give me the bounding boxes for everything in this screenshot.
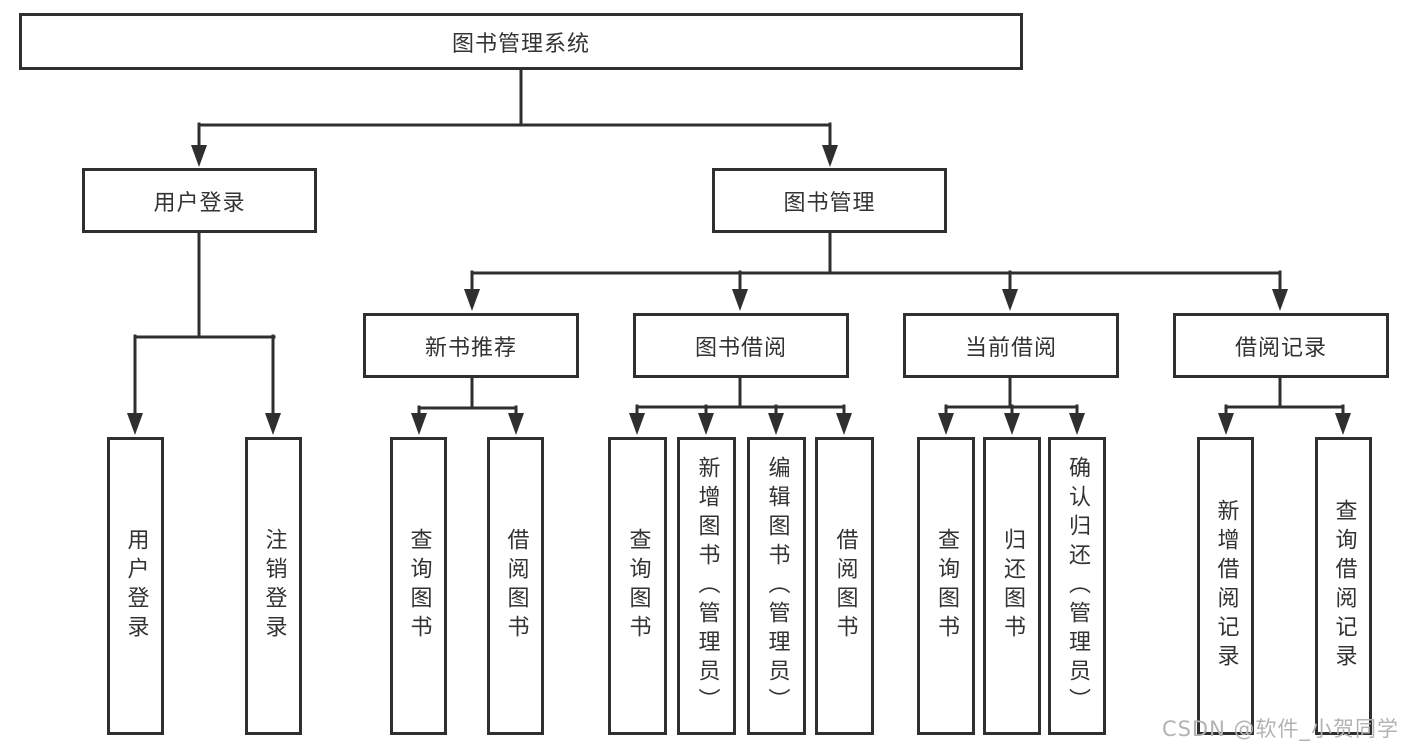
node-label: 图书管理系统 <box>451 31 590 57</box>
leaf-borrow-books-2: 借阅图书 <box>815 437 874 735</box>
leaf-add-borrow-record: 新增借阅记录 <box>1197 437 1254 735</box>
leaf-query-books-2: 查询图书 <box>608 437 667 735</box>
node-label: 借阅记录 <box>1234 335 1327 361</box>
leaf-label: 查询借阅记录 <box>1331 499 1357 673</box>
node-label: 图书管理 <box>783 190 876 216</box>
leaf-user-login: 用户登录 <box>107 437 164 735</box>
leaf-label: 编辑图书（管理员） <box>764 455 790 717</box>
leaf-confirm-return-admin: 确认归还（管理员） <box>1048 437 1106 735</box>
node-label: 新书推荐 <box>424 335 517 361</box>
node-current-borrowing: 当前借阅 <box>903 313 1119 378</box>
leaf-label: 新增借阅记录 <box>1213 499 1239 673</box>
node-borrowing-records: 借阅记录 <box>1173 313 1389 378</box>
node-label: 图书借阅 <box>694 335 787 361</box>
node-label: 当前借阅 <box>964 335 1057 361</box>
node-user-login: 用户登录 <box>82 168 317 233</box>
leaf-query-borrow-record: 查询借阅记录 <box>1315 437 1372 735</box>
leaf-label: 注销登录 <box>261 528 287 644</box>
node-new-book-recommend: 新书推荐 <box>363 313 579 378</box>
csdn-watermark: CSDN @软件_小贺同学 <box>1161 717 1399 741</box>
leaf-label: 借阅图书 <box>503 528 529 644</box>
leaf-query-books-3: 查询图书 <box>917 437 975 735</box>
leaf-label: 查询图书 <box>934 528 959 644</box>
leaf-add-books-admin: 新增图书（管理员） <box>677 437 736 735</box>
leaf-logout: 注销登录 <box>245 437 302 735</box>
leaf-return-books: 归还图书 <box>983 437 1041 735</box>
leaf-label: 借阅图书 <box>832 528 858 644</box>
leaf-label: 用户登录 <box>123 528 149 644</box>
leaf-label: 查询图书 <box>625 528 651 644</box>
node-book-borrowing: 图书借阅 <box>633 313 849 378</box>
leaf-edit-books-admin: 编辑图书（管理员） <box>747 437 806 735</box>
node-label: 用户登录 <box>153 190 246 216</box>
leaf-query-books-1: 查询图书 <box>390 437 447 735</box>
leaf-label: 查询图书 <box>406 528 432 644</box>
leaf-label: 新增图书（管理员） <box>694 455 720 717</box>
leaf-borrow-books-1: 借阅图书 <box>487 437 544 735</box>
leaf-label: 归还图书 <box>1000 528 1025 644</box>
leaf-label: 确认归还（管理员） <box>1065 455 1090 717</box>
node-book-management: 图书管理 <box>712 168 947 233</box>
node-book-management-system: 图书管理系统 <box>19 13 1023 70</box>
